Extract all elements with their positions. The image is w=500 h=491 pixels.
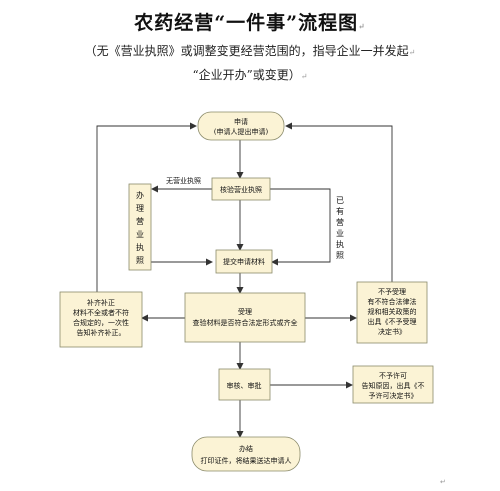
svg-text:受理: 受理 bbox=[238, 307, 252, 316]
svg-text:业: 业 bbox=[336, 228, 344, 238]
svg-text:有不符合法律法: 有不符合法律法 bbox=[368, 297, 417, 306]
svg-text:理: 理 bbox=[136, 204, 144, 213]
node-verify-license: 核验营业执照 bbox=[211, 177, 271, 201]
node-apply: 申请 (申请人提出申请) bbox=[197, 111, 285, 141]
node-supplement: 补齐补正 材料不全或者不符 合规定的，一次性 告知补齐补正。 bbox=[59, 291, 143, 348]
svg-text:照: 照 bbox=[136, 256, 144, 265]
node-handle-license: 办 理 营 业 执 照 bbox=[128, 183, 152, 271]
connectors bbox=[96, 122, 393, 438]
svg-text:办: 办 bbox=[136, 190, 144, 200]
svg-text:已: 已 bbox=[336, 196, 344, 205]
svg-text:告知补齐补正。: 告知补齐补正。 bbox=[77, 328, 126, 337]
node-review-approve: 审核、审批 bbox=[218, 368, 271, 401]
svg-text:查验材料是否符合法定形式或齐全: 查验材料是否符合法定形式或齐全 bbox=[193, 318, 298, 327]
node-submit-materials: 提交申请材料 bbox=[215, 249, 273, 274]
subtitle-line-2: “企业开办”或变更）↵ bbox=[192, 68, 308, 82]
svg-text:核验营业执照: 核验营业执照 bbox=[220, 185, 262, 194]
svg-text:告知原因，出具《不: 告知原因，出具《不 bbox=[362, 381, 425, 390]
svg-text:规和相关政策的: 规和相关政策的 bbox=[368, 307, 417, 316]
svg-text:打印证件，将结果送达申请人: 打印证件，将结果送达申请人 bbox=[201, 456, 292, 465]
svg-text:有: 有 bbox=[336, 206, 344, 216]
svg-text:提交申请材料: 提交申请材料 bbox=[223, 257, 265, 266]
page-title: 农药经营“一件事”流程图↵ bbox=[134, 12, 366, 34]
svg-text:予许可决定书》: 予许可决定书》 bbox=[369, 391, 418, 400]
edge-label-has-license: 已 有 营 业 执 照 bbox=[336, 196, 344, 260]
svg-text:决定书》: 决定书》 bbox=[378, 327, 406, 336]
svg-text:办结: 办结 bbox=[239, 444, 253, 453]
node-not-accept: 不予受理 有不符合法律法 规和相关政策的 出具《不予受理 决定书》 bbox=[356, 281, 428, 344]
svg-text:申请: 申请 bbox=[234, 117, 248, 126]
svg-text:补齐补正: 补齐补正 bbox=[87, 298, 115, 307]
svg-text:照: 照 bbox=[336, 251, 344, 260]
svg-text:营: 营 bbox=[336, 217, 344, 227]
svg-text:材料不全或者不符: 材料不全或者不符 bbox=[73, 308, 129, 317]
svg-text:营: 营 bbox=[136, 216, 144, 226]
paragraph-mark: ↵ bbox=[440, 478, 446, 486]
svg-text:审核、审批: 审核、审批 bbox=[227, 381, 262, 390]
edge-label-no-license: 无营业执照 bbox=[166, 176, 201, 185]
node-finish: 办结 打印证件，将结果送达申请人 bbox=[191, 436, 301, 472]
svg-text:业: 业 bbox=[136, 229, 144, 239]
svg-text:不予许可: 不予许可 bbox=[379, 371, 407, 380]
svg-text:执: 执 bbox=[336, 239, 344, 249]
svg-text:执: 执 bbox=[136, 242, 144, 252]
svg-text:出具《不予受理: 出具《不予受理 bbox=[368, 317, 417, 326]
svg-text:(申请人提出申请): (申请人提出申请) bbox=[214, 127, 269, 136]
svg-text:合规定的，一次性: 合规定的，一次性 bbox=[73, 318, 129, 327]
subtitle-line-1: （无《营业执照》或调整变更经营范围的，指导企业一并发起↵ bbox=[84, 44, 416, 58]
node-accept: 受理 查验材料是否符合法定形式或齐全 bbox=[184, 292, 306, 343]
svg-text:不予受理: 不予受理 bbox=[378, 287, 406, 296]
node-not-permit: 不予许可 告知原因，出具《不 予许可决定书》 bbox=[352, 365, 434, 404]
